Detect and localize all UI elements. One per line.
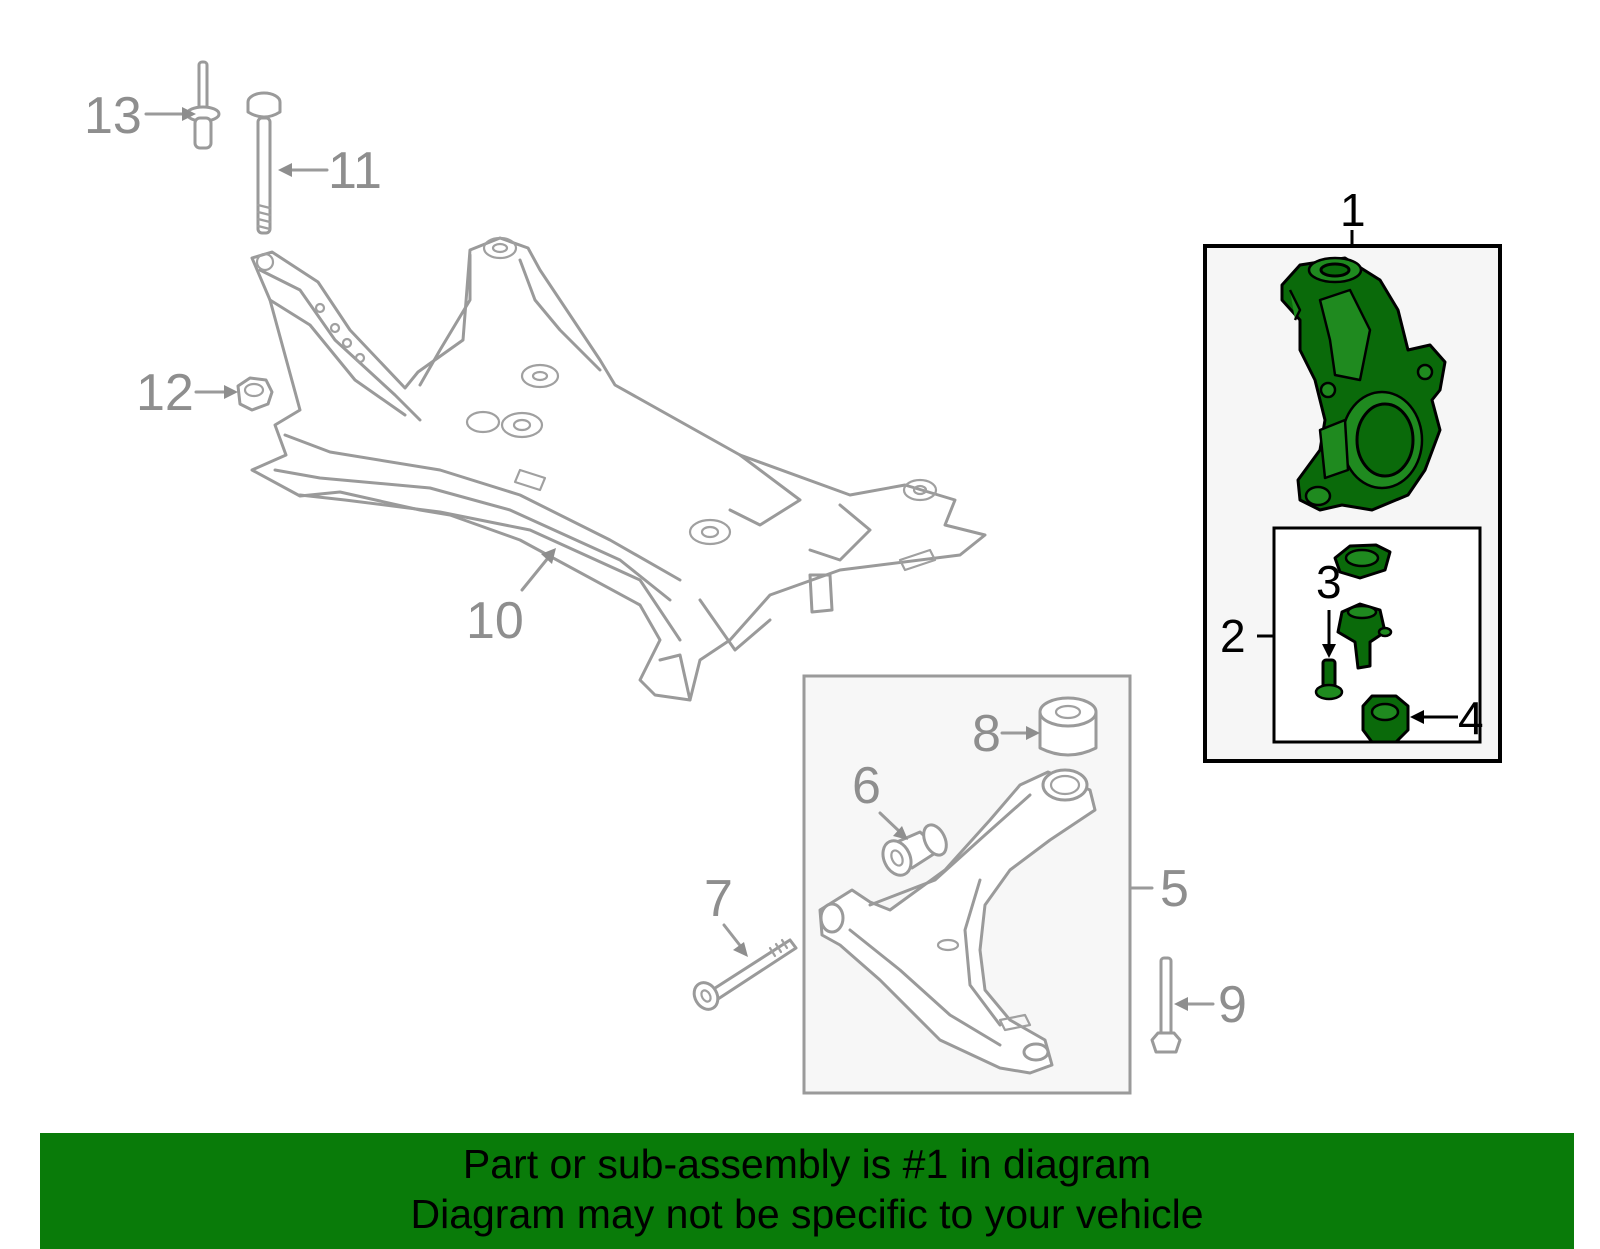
- ball-joint-bolt-small[interactable]: [1314, 658, 1344, 701]
- banner-line-1: Part or sub-assembly is #1 in diagram: [462, 1141, 1152, 1187]
- stud-pin[interactable]: [185, 60, 221, 150]
- subframe-nut[interactable]: [236, 376, 274, 412]
- callout-11[interactable]: 11: [328, 142, 382, 200]
- callout-7[interactable]: 7: [704, 870, 733, 928]
- subframe-crossmember[interactable]: [250, 236, 987, 702]
- ball-joint-bolt[interactable]: [1150, 956, 1182, 1054]
- ball-joint-boot-cap[interactable]: [1333, 543, 1392, 580]
- callout-5[interactable]: 5: [1160, 860, 1189, 918]
- steering-knuckle[interactable]: [1280, 256, 1447, 512]
- lower-control-arm[interactable]: [818, 768, 1097, 1075]
- callout-3[interactable]: 3: [1316, 556, 1342, 608]
- lower-arm-bolt[interactable]: [689, 938, 798, 1014]
- banner-line-2: Diagram may not be specific to your vehi…: [410, 1191, 1204, 1237]
- callout-10[interactable]: 10: [466, 592, 524, 650]
- callout-4[interactable]: 4: [1458, 692, 1484, 744]
- callout-2[interactable]: 2: [1220, 610, 1246, 662]
- callout-6[interactable]: 6: [852, 757, 881, 815]
- callout-13[interactable]: 13: [84, 87, 142, 145]
- callout-1[interactable]: 1: [1340, 184, 1366, 236]
- ball-joint-nut[interactable]: [1361, 694, 1410, 744]
- rear-bushing[interactable]: [1038, 696, 1098, 757]
- callout-8[interactable]: 8: [972, 705, 1001, 763]
- callout-12[interactable]: 12: [136, 364, 194, 422]
- callout-9[interactable]: 9: [1218, 976, 1247, 1034]
- front-bushing[interactable]: [878, 821, 951, 880]
- info-banner: Part or sub-assembly is #1 in diagram Di…: [40, 1133, 1574, 1249]
- ball-joint[interactable]: [1336, 602, 1393, 670]
- subframe-bolt[interactable]: [246, 91, 282, 235]
